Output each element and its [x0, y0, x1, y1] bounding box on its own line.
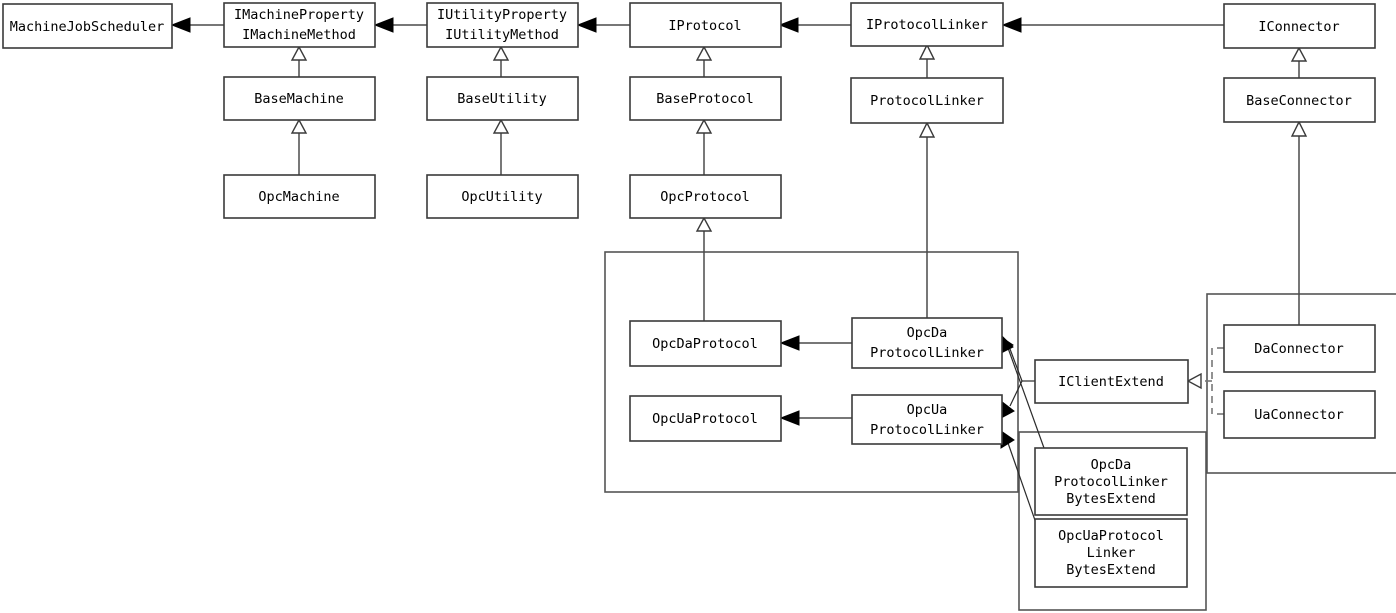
- arrowhead-imachine: [373, 17, 394, 33]
- class-label-machine-job-scheduler: MachineJobScheduler: [10, 19, 164, 35]
- arrowhead-iprotocollinker: [1001, 17, 1022, 33]
- class-label-opc-utility: OpcUtility: [461, 189, 542, 205]
- arrowhead-opcuaprotocol: [779, 410, 800, 426]
- class-opc-ua-protocol[interactable]: OpcUaProtocol: [629, 395, 782, 442]
- arrowhead-scheduler: [170, 17, 191, 33]
- class-opc-da-protocol[interactable]: OpcDaProtocol: [629, 320, 782, 367]
- class-label-opc-ua-linker-line2: ProtocolLinker: [870, 422, 984, 438]
- class-label-opc-ua-bytes-line3: BytesExtend: [1066, 562, 1155, 578]
- arrowhead-opcdaprotocol: [779, 335, 800, 351]
- triangle-opcprotocol: [695, 216, 713, 232]
- class-label-iclient-extend: IClientExtend: [1058, 374, 1164, 390]
- class-label-ua-connector: UaConnector: [1254, 407, 1343, 423]
- group-bytes-extend: [1018, 431, 1207, 611]
- class-label-iutility-property: IUtilityProperty: [437, 7, 567, 23]
- class-iconnector[interactable]: IConnector: [1223, 3, 1376, 49]
- class-label-opc-da-bytes-line2: ProtocolLinker: [1054, 474, 1168, 490]
- class-label-opc-machine: OpcMachine: [258, 189, 339, 205]
- class-machine-job-scheduler[interactable]: MachineJobScheduler: [2, 3, 173, 49]
- class-label-opc-protocol: OpcProtocol: [660, 189, 749, 205]
- class-imachine[interactable]: IMachineProperty IMachineMethod: [223, 2, 376, 48]
- triangle-baseutility: [492, 118, 510, 134]
- class-da-connector[interactable]: DaConnector: [1223, 324, 1376, 373]
- class-iutility[interactable]: IUtilityProperty IUtilityMethod: [426, 2, 579, 48]
- class-base-machine[interactable]: BaseMachine: [223, 76, 376, 121]
- class-label-da-connector: DaConnector: [1254, 341, 1343, 357]
- class-opc-da-bytes-extend[interactable]: OpcDa ProtocolLinker BytesExtend: [1034, 447, 1188, 516]
- class-label-opc-ua-bytes-line2: Linker: [1087, 545, 1136, 561]
- class-label-opc-ua-protocol: OpcUaProtocol: [652, 411, 758, 427]
- arrowhead-opcualinker-from-bytes: [1000, 430, 1015, 449]
- triangle-imachine: [290, 45, 308, 61]
- triangle-iclientextend: [1186, 372, 1202, 390]
- class-label-base-connector: BaseConnector: [1246, 93, 1352, 109]
- class-ua-connector[interactable]: UaConnector: [1223, 390, 1376, 439]
- class-label-base-machine: BaseMachine: [254, 91, 343, 107]
- triangle-iprotocol: [695, 45, 713, 61]
- class-label-opc-da-protocol: OpcDaProtocol: [652, 336, 758, 352]
- class-iclient-extend[interactable]: IClientExtend: [1034, 359, 1189, 404]
- class-opc-machine[interactable]: OpcMachine: [223, 174, 376, 219]
- class-label-opc-da-linker-line2: ProtocolLinker: [870, 345, 984, 361]
- class-label-opc-da-bytes-line3: BytesExtend: [1066, 491, 1155, 507]
- class-label-imachine-method: IMachineMethod: [242, 27, 356, 43]
- arrowhead-iprotocol: [778, 17, 799, 33]
- class-label-imachine-property: IMachineProperty: [234, 7, 364, 23]
- class-label-iutility-method: IUtilityMethod: [445, 27, 559, 43]
- class-label-opc-da-linker-line1: OpcDa: [907, 325, 948, 341]
- class-label-iprotocol-linker: IProtocolLinker: [866, 17, 988, 33]
- triangle-baseconnector: [1290, 120, 1308, 137]
- group-protocol-linker: [604, 251, 1019, 493]
- class-base-protocol[interactable]: BaseProtocol: [629, 76, 782, 121]
- triangle-iutility: [492, 45, 510, 61]
- group-connector: [1206, 293, 1396, 474]
- class-label-base-utility: BaseUtility: [457, 91, 546, 107]
- edge-opcdabytes-to-opcdalinker: [1007, 347, 1045, 449]
- class-iprotocol[interactable]: IProtocol: [629, 2, 782, 48]
- class-label-iprotocol: IProtocol: [668, 18, 741, 34]
- edge-iclientextend-to-opcdalinker: [1009, 348, 1023, 382]
- arrowhead-opcualinker-from-iclient: [1000, 399, 1015, 419]
- class-label-protocol-linker: ProtocolLinker: [870, 93, 984, 109]
- triangle-iprotocollinker: [918, 43, 936, 60]
- triangle-iconnector: [1290, 46, 1308, 62]
- class-opc-utility[interactable]: OpcUtility: [426, 174, 579, 219]
- class-opc-protocol[interactable]: OpcProtocol: [629, 174, 782, 219]
- class-base-utility[interactable]: BaseUtility: [426, 76, 579, 121]
- class-protocol-linker[interactable]: ProtocolLinker: [850, 77, 1004, 124]
- class-label-iconnector: IConnector: [1258, 19, 1339, 35]
- class-opc-ua-protocol-linker[interactable]: OpcUa ProtocolLinker: [851, 394, 1003, 445]
- class-opc-da-protocol-linker[interactable]: OpcDa ProtocolLinker: [851, 317, 1003, 369]
- class-label-opc-ua-bytes-line1: OpcUaProtocol: [1058, 528, 1164, 544]
- edge-iclientextend-to-opcualinker: [1009, 380, 1023, 407]
- triangle-protocollinker: [918, 121, 936, 138]
- class-label-opc-da-bytes-line1: OpcDa: [1091, 457, 1132, 473]
- arrowhead-iutility: [576, 17, 597, 33]
- triangle-basemachine: [290, 118, 308, 134]
- class-label-opc-ua-linker-line1: OpcUa: [907, 402, 948, 418]
- class-base-connector[interactable]: BaseConnector: [1223, 77, 1376, 123]
- class-opc-ua-bytes-extend[interactable]: OpcUaProtocol Linker BytesExtend: [1034, 518, 1188, 588]
- class-iprotocol-linker[interactable]: IProtocolLinker: [850, 2, 1004, 47]
- triangle-baseprotocol: [695, 118, 713, 134]
- class-label-base-protocol: BaseProtocol: [656, 91, 754, 107]
